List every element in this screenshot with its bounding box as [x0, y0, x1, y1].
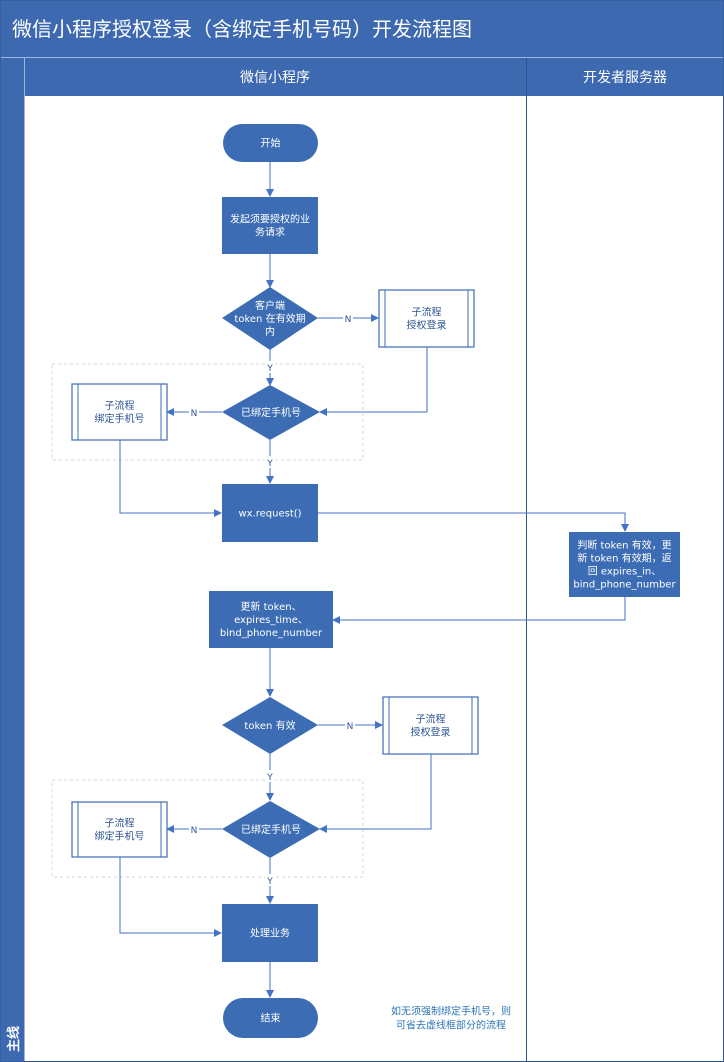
- node-label-line: 客户端: [255, 299, 285, 312]
- node-label-line: 新 token 有效期，返: [577, 552, 671, 565]
- node-label-line: 已绑定手机号: [241, 406, 301, 419]
- node-label-line: token 有效: [244, 719, 295, 732]
- lane-title-miniprogram: 微信小程序: [240, 70, 310, 86]
- node-label-line: 处理业务: [250, 927, 290, 940]
- node-label-bound-check-2: 已绑定手机号: [241, 823, 301, 836]
- node-label-line: 更新 token、: [240, 600, 301, 613]
- node-label-line: 发起须要授权的业: [230, 213, 310, 226]
- node-wx-request: wx.request(): [222, 484, 318, 542]
- node-label-line: bind_phone_number: [220, 628, 323, 639]
- node-bound-check-1: 已绑定手机号: [222, 385, 320, 440]
- edge-labels: N Y N Y N Y N Y: [189, 312, 355, 887]
- edge-wxrequest-server: [318, 512, 629, 532]
- label-no-4: N: [191, 826, 198, 836]
- node-label-line: 可省去虚线框部分的流程: [396, 1019, 506, 1032]
- node-label-start: 开始: [261, 137, 281, 150]
- node-sub-bind-1: 子流程绑定手机号: [71, 383, 168, 441]
- node-label-bound-check-1: 已绑定手机号: [241, 406, 301, 419]
- node-process: 处理业务: [222, 904, 318, 962]
- node-sub-auth-2: 子流程授权登录: [382, 696, 479, 755]
- label-yes-2: Y: [266, 459, 273, 469]
- node-server-judge: 判断 token 有效，更新 token 有效期，返回 expires_in、b…: [569, 532, 680, 597]
- node-request: 发起须要授权的业务请求: [222, 197, 318, 254]
- label-no-3: N: [347, 722, 354, 732]
- node-label-wx-request: wx.request(): [238, 509, 301, 520]
- node-token-valid: token 有效: [222, 697, 318, 754]
- node-label-line: 子流程: [105, 817, 135, 830]
- side-label: 主线: [6, 1026, 22, 1052]
- node-label-line: 已绑定手机号: [241, 823, 301, 836]
- node-bound-check-2: 已绑定手机号: [222, 801, 320, 858]
- node-label-line: 回 expires_in、: [588, 566, 662, 578]
- node-label-line: 开始: [261, 137, 281, 150]
- node-label-line: 子流程: [105, 399, 135, 412]
- label-no-2: N: [191, 409, 198, 419]
- node-end: 结束: [223, 998, 318, 1038]
- node-label-line: wx.request(): [238, 509, 301, 520]
- lane-title-server: 开发者服务器: [583, 70, 667, 86]
- node-label-line: token 在有效期: [234, 312, 305, 325]
- node-update: 更新 token、 expires_time、 bind_phone_number: [209, 591, 333, 648]
- footnote: 如无须强制绑定手机号，则可省去虚线框部分的流程: [391, 1005, 511, 1032]
- edge-subauth1-bound1: [319, 346, 428, 416]
- node-label-process: 处理业务: [250, 927, 290, 940]
- edge-subbind2-process: [119, 857, 222, 937]
- edge-subauth2-bound2: [319, 754, 432, 833]
- node-label-line: 绑定手机号: [95, 830, 145, 843]
- node-sub-bind-2: 子流程绑定手机号: [71, 801, 168, 858]
- node-label-line: 务请求: [255, 226, 285, 239]
- node-label-request: 发起须要授权的业务请求: [230, 213, 310, 239]
- label-yes-3: Y: [266, 773, 273, 783]
- lane-header-server: [527, 58, 724, 96]
- diagram-title: 微信小程序授权登录（含绑定手机号码）开发流程图: [12, 17, 472, 41]
- node-start: 开始: [223, 124, 318, 162]
- node-label-line: 如无须强制绑定手机号，则: [391, 1005, 511, 1018]
- node-label-line: 授权登录: [411, 726, 451, 739]
- node-label-sub-auth-2: 子流程授权登录: [411, 713, 451, 739]
- node-label-line: 授权登录: [407, 319, 447, 332]
- node-label-line: 结束: [261, 1012, 281, 1025]
- node-sub-auth-1: 子流程授权登录: [378, 289, 475, 348]
- node-label-sub-bind-2: 子流程绑定手机号: [95, 817, 145, 843]
- node-label-line: expires_time、: [234, 615, 308, 626]
- label-yes-1: Y: [266, 364, 273, 374]
- side-band: [0, 58, 25, 1062]
- label-no-1: N: [345, 315, 352, 325]
- node-label-line: 子流程: [412, 306, 442, 319]
- label-yes-4: Y: [266, 877, 273, 887]
- node-label-end: 结束: [261, 1012, 281, 1025]
- node-label-update: 更新 token、 expires_time、 bind_phone_number: [220, 600, 323, 639]
- node-label-line: 内: [265, 325, 275, 338]
- edge-server-update: [332, 597, 626, 624]
- node-label-line: 判断 token 有效，更: [577, 539, 671, 552]
- node-label-line: 绑定手机号: [95, 412, 145, 425]
- edge-subbind1-wxrequest: [119, 440, 222, 517]
- node-label-token-valid: token 有效: [244, 719, 295, 732]
- lane-header-miniprogram: [25, 58, 526, 96]
- node-label-server-judge: 判断 token 有效，更新 token 有效期，返回 expires_in、b…: [573, 539, 676, 591]
- node-label-sub-bind-1: 子流程绑定手机号: [95, 399, 145, 425]
- title-bar: [0, 0, 724, 58]
- node-label-line: bind_phone_number: [573, 580, 676, 591]
- node-label-sub-auth-1: 子流程授权登录: [407, 306, 447, 332]
- node-label-line: 子流程: [416, 713, 446, 726]
